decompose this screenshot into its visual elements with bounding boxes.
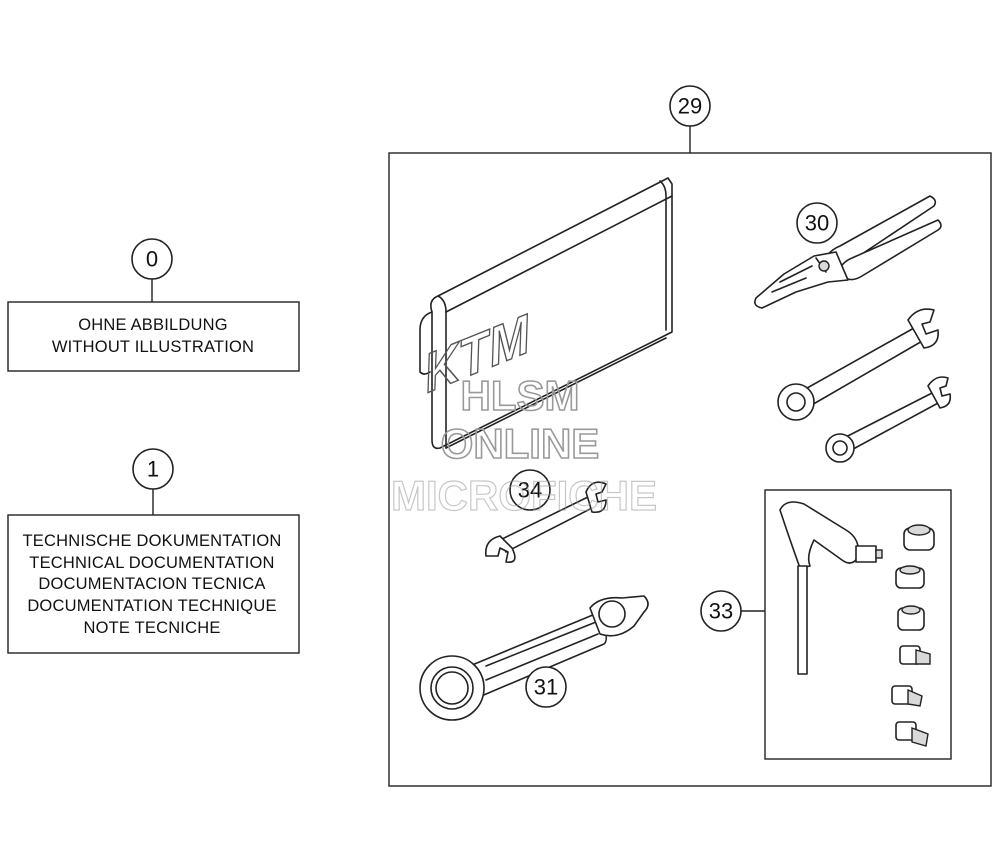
text-box	[7, 514, 300, 654]
box-line: OHNE ABBILDUNG	[78, 316, 228, 334]
callout-33[interactable]: 33	[700, 590, 742, 632]
box-line: TECHNISCHE DOKUMENTATION	[22, 532, 281, 550]
callout-29[interactable]: 29	[669, 85, 711, 127]
watermark: HLSM ONLINE MICROFICHE	[390, 371, 657, 519]
callout-1[interactable]: 1	[132, 448, 174, 490]
callout-circle	[700, 590, 742, 632]
socket-bit-icon	[899, 645, 931, 665]
box-line: DOCUMENTATION TECHNIQUE	[27, 597, 276, 615]
callout-circle	[509, 469, 551, 511]
watermark-line: HLSM	[461, 372, 580, 419]
callout-label: 29	[678, 94, 702, 119]
pliers-icon	[754, 195, 942, 309]
pliers-pivot	[818, 260, 830, 272]
tool-kit-frame	[388, 152, 992, 787]
socket-bit-icon	[895, 721, 929, 747]
box-without-illustration: OHNE ABBILDUNG WITHOUT ILLUSTRATION	[7, 301, 300, 372]
callout-label: 0	[146, 247, 158, 272]
socket-bit-icon	[895, 565, 925, 589]
watermark-line: ONLINE	[441, 420, 600, 467]
t-handle-driver-icon	[779, 501, 883, 675]
box-line: DOCUMENTACION TECNICA	[38, 575, 265, 593]
callout-circle	[796, 202, 838, 244]
combination-spanner-icon	[419, 595, 649, 721]
callout-31[interactable]: 31	[525, 666, 567, 708]
box-technical-documentation: TECHNISCHE DOKUMENTATION TECHNICAL DOCUM…	[7, 514, 300, 654]
socket-bit-icon	[891, 685, 923, 707]
callout-label: 33	[709, 599, 733, 624]
callout-0[interactable]: 0	[131, 238, 173, 280]
box-line: NOTE TECNICHE	[83, 619, 220, 637]
socket-bit-icon	[897, 605, 925, 631]
open-end-wrench-icon	[484, 481, 607, 564]
text-box	[7, 301, 300, 372]
combination-spanner-icon	[825, 376, 952, 463]
manual-folder-icon: KTM	[419, 177, 673, 450]
bit-set-frame	[764, 489, 952, 760]
combination-spanner-icon	[777, 308, 940, 421]
box-line: TECHNICAL DOCUMENTATION	[29, 554, 274, 572]
callout-30[interactable]: 30	[796, 202, 838, 244]
callout-label: 31	[534, 675, 558, 700]
callout-label: 1	[147, 457, 159, 482]
callout-label: 34	[518, 478, 542, 503]
box-line: WITHOUT ILLUSTRATION	[52, 338, 254, 356]
callout-label: 30	[805, 211, 829, 236]
socket-bit-icon	[903, 524, 935, 551]
watermark-line: MICROFICHE	[391, 472, 657, 519]
callout-circle	[525, 666, 567, 708]
callout-34[interactable]: 34	[509, 469, 551, 511]
